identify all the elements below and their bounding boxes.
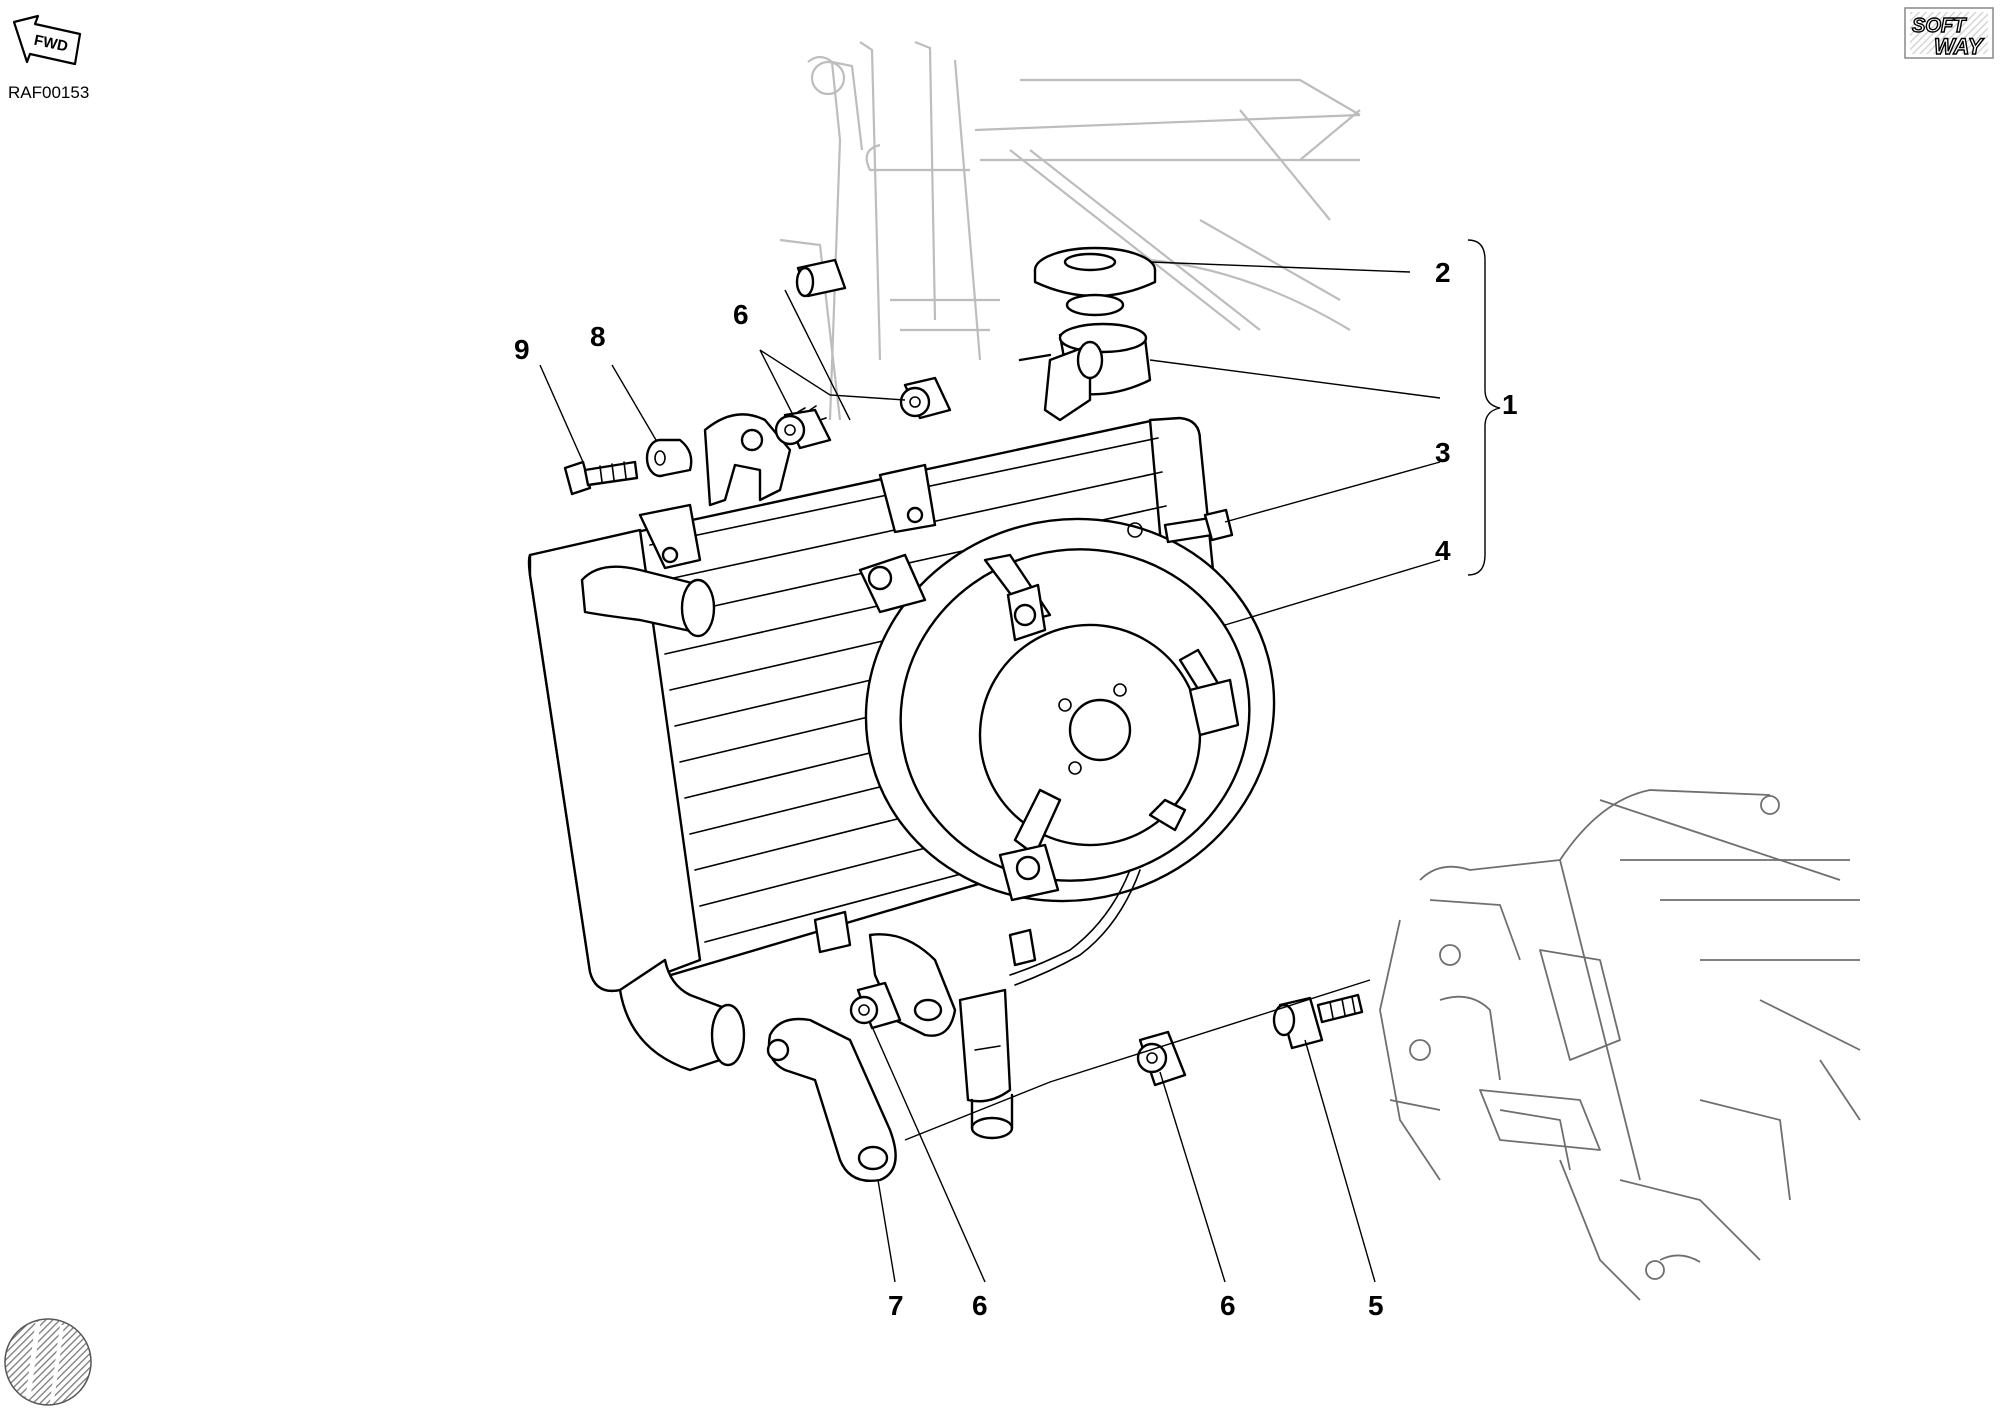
callout-6-lower-left: 6: [972, 1290, 988, 1321]
grommet-6d: [1136, 1030, 1187, 1087]
grommet-6a: [774, 405, 832, 450]
fwd-label: FWD: [32, 32, 69, 56]
callout-1: 1: [1502, 389, 1518, 420]
upper-left-bracket: [703, 413, 792, 507]
logo-line1: SOFT: [1912, 15, 1967, 37]
lower-bracket-7: [766, 1017, 897, 1182]
callout-4: 4: [1435, 535, 1451, 566]
drawing-code: RAF00153: [8, 83, 89, 102]
callout-2: 2: [1435, 257, 1451, 288]
callout-8: 8: [590, 321, 606, 352]
hatched-disc-icon: [4, 1318, 92, 1406]
callout-6-lower-right: 6: [1220, 1290, 1236, 1321]
spacer-5: [1272, 993, 1364, 1050]
softway-logo-icon: SOFT WAY: [1904, 7, 1994, 60]
callouts: 1 2 3 4 5 6 6 6 7 8 9: [514, 257, 1518, 1321]
grommet-6b: [899, 376, 952, 420]
callout-3: 3: [1435, 437, 1451, 468]
radiator-cap: [1018, 246, 1157, 422]
cooling-fan: [858, 517, 1276, 1140]
bolt-3: [1127, 508, 1234, 544]
bolt-9: [563, 460, 639, 496]
callout-7: 7: [888, 1290, 904, 1321]
washer-8: [645, 438, 693, 478]
spacer-top: [795, 258, 847, 298]
leader-lines: [539, 239, 1501, 1283]
grommet-6c: [849, 981, 902, 1030]
engine-outline: [1379, 789, 1861, 1301]
fwd-arrow-icon: FWD: [12, 14, 82, 66]
callout-6-upper: 6: [733, 299, 749, 330]
callout-5: 5: [1368, 1290, 1384, 1321]
motorcycle-frame-outline: [779, 40, 1361, 421]
logo-line2: WAY: [1934, 34, 1985, 59]
callout-9: 9: [514, 334, 530, 365]
